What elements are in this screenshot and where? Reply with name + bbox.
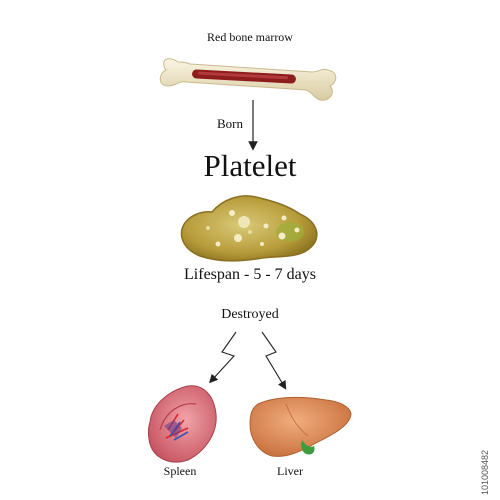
red-bone-marrow-label: Red bone marrow bbox=[207, 30, 293, 44]
lifespan-label: Lifespan - 5 - 7 days bbox=[184, 266, 316, 283]
side-id-text: 101008482 bbox=[480, 449, 490, 495]
arrow-to-liver bbox=[261, 331, 287, 390]
destroyed-label: Destroyed bbox=[221, 307, 279, 322]
spleen-icon bbox=[148, 385, 217, 463]
bone-icon bbox=[159, 58, 337, 101]
liver-label: Liver bbox=[277, 464, 303, 478]
side-id: 101008482 bbox=[476, 380, 496, 500]
arrow-to-spleen bbox=[209, 331, 237, 384]
platelet-icon bbox=[180, 195, 318, 262]
born-label: Born bbox=[217, 116, 243, 131]
spleen-label: Spleen bbox=[163, 464, 197, 478]
platelet-title: Platelet bbox=[203, 148, 297, 183]
liver-icon bbox=[249, 396, 352, 457]
